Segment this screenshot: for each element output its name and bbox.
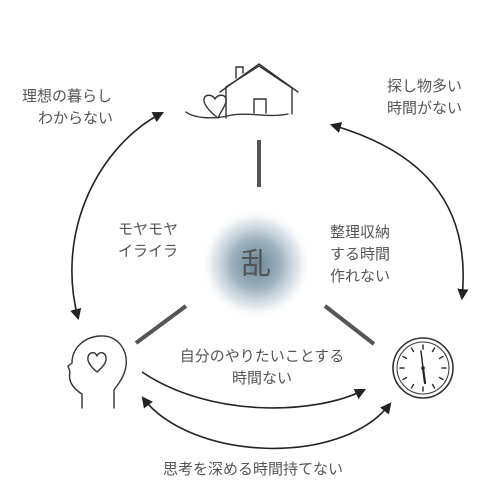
spoke-left [134, 304, 188, 345]
center-label: 乱 [241, 247, 271, 282]
label-inner-right: 整理収納 する時間 作れない [330, 223, 391, 285]
arrow-top-right [329, 122, 469, 301]
label-bottom: 思考を深める時間持てない [163, 460, 344, 478]
arrow-bottom-inner [141, 371, 366, 409]
label-inner-left: モヤモヤ イライラ [118, 220, 179, 260]
head-heart-icon [67, 335, 127, 409]
center-glow [200, 208, 312, 320]
arrow-top-left [70, 111, 164, 321]
clock-icon [392, 337, 454, 399]
label-top-left: 理想の暮らし わからない [22, 87, 114, 127]
house-icon [185, 63, 299, 119]
label-top-right: 探し物多い 時間がない [387, 77, 463, 117]
spoke-right [323, 304, 376, 346]
arrow-bottom-outer [141, 396, 392, 450]
label-inner-bottom: 自分のやりたいことする 時間ない [179, 347, 345, 387]
